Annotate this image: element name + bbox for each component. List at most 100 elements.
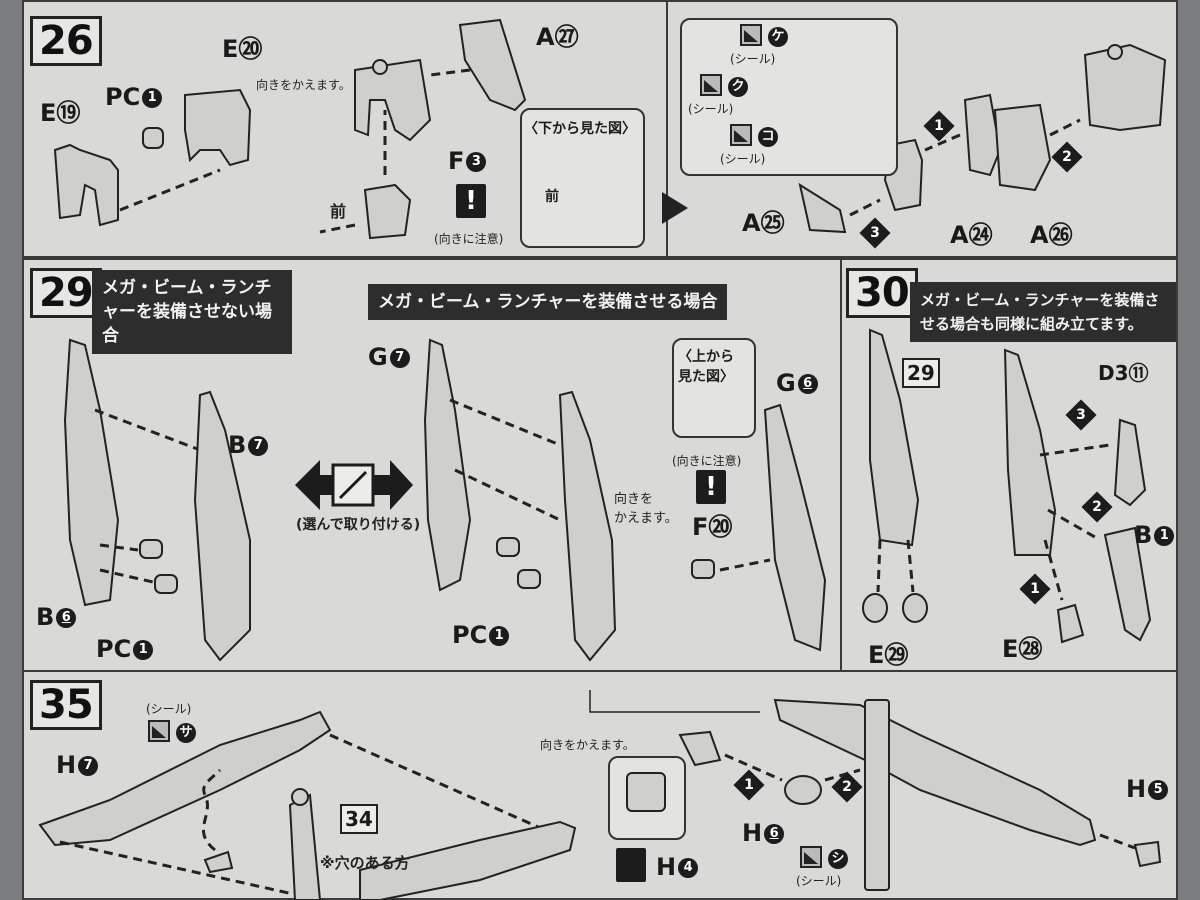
part-letter: G: [776, 369, 796, 397]
header-with-launcher: メガ・ビーム・ランチャーを装備させる場合: [368, 284, 728, 320]
sticker-icon: [800, 846, 822, 868]
caution-text: (向きに注意): [672, 454, 742, 468]
step-number-26: 26: [30, 16, 102, 66]
hole-note: ※穴のある方: [320, 854, 410, 872]
part-letter: B: [228, 431, 247, 459]
order-marker-2: 2: [831, 771, 863, 803]
order-marker-3: 3: [859, 217, 891, 249]
order-marker-1: 1: [1019, 573, 1051, 605]
part-letter: PC: [96, 635, 132, 663]
part-number: 7: [78, 756, 99, 776]
next-arrow-icon: [662, 192, 688, 224]
sticker-mark: サ: [176, 722, 196, 743]
part-number: 6: [56, 608, 77, 628]
part-letter: H: [656, 853, 677, 881]
part-letter: E: [40, 99, 57, 127]
part-number: 7: [389, 348, 410, 368]
sticker-mark-shi: シ: [826, 846, 848, 872]
order-marker-2: 2: [1051, 141, 1083, 173]
part-number: 5: [1148, 780, 1169, 800]
part-number: ㉖: [1048, 221, 1073, 249]
caution-icon: !: [456, 184, 486, 218]
bottom-view-title: 〈下から見た図〉: [524, 121, 636, 137]
nut-icon: [626, 772, 666, 812]
part-number: ㉘: [1018, 635, 1043, 663]
part-number: 6: [764, 824, 785, 844]
ref-step-34: 34: [340, 804, 378, 834]
ref-step-29: 29: [902, 358, 940, 388]
caution-icon: !: [696, 470, 726, 504]
part-number: ㉗: [554, 23, 579, 51]
part-number: ㉙: [884, 641, 909, 669]
part-letter: E: [868, 641, 885, 669]
part-letter: A: [742, 209, 761, 237]
order-number: 3: [870, 225, 880, 241]
part-number: 4: [678, 858, 699, 878]
part-number: ⑳: [708, 513, 733, 541]
sticker-icon: [700, 74, 722, 96]
part-letter: F: [448, 147, 465, 175]
part-number: ⑲: [56, 99, 81, 127]
sticker-label: (シール): [720, 152, 766, 166]
step-number-30: 30: [846, 268, 918, 318]
sticker-mark-ke: ケ: [766, 24, 788, 50]
part-letter: H: [1126, 775, 1147, 803]
order-marker-2: 2: [1081, 491, 1113, 523]
part-letter: G: [368, 343, 388, 371]
part-label-a26: A㉖: [1030, 222, 1073, 248]
turn-note: 向きを かえます。: [614, 492, 678, 526]
order-marker-1: 1: [923, 110, 955, 142]
part-number: ⑪: [1128, 361, 1149, 385]
part-label-a27: A㉗: [536, 24, 579, 50]
order-number: 1: [744, 777, 754, 793]
sticker-mark-sa: サ: [174, 720, 196, 746]
bottom-view-front: 前: [545, 189, 559, 205]
part-letter: H: [742, 819, 763, 847]
part-letter: A: [1030, 221, 1049, 249]
sticker-icon: [730, 124, 752, 146]
sticker-mark: コ: [758, 126, 778, 147]
bottom-view-box: [520, 108, 645, 248]
part-label-f20: F⑳: [692, 514, 732, 540]
part-letter: A: [536, 23, 555, 51]
sticker-label: (シール): [796, 874, 842, 888]
part-letter: B: [36, 603, 55, 631]
part-label-d3-11: D3⑪: [1098, 360, 1149, 386]
part-number: 3: [466, 152, 487, 172]
part-label-e29: E㉙: [868, 642, 908, 668]
part-number: 6: [797, 374, 818, 394]
part-number: ㉕: [760, 209, 785, 237]
part-letter: E: [222, 35, 239, 63]
part-letter: D3: [1098, 361, 1129, 385]
order-marker-1: 1: [733, 769, 765, 801]
front-label: 前: [330, 202, 347, 221]
sticker-mark: シ: [828, 848, 848, 869]
part-letter: F: [692, 513, 709, 541]
part-number: ㉔: [968, 221, 993, 249]
part-letter: PC: [452, 621, 488, 649]
part-letter: E: [1002, 635, 1019, 663]
sticker-label: (シール): [146, 702, 192, 716]
part-letter: H: [56, 751, 77, 779]
top-view-title: 〈上から 見た図〉: [678, 349, 734, 385]
part-letter: PC: [105, 83, 141, 111]
part-letter: B: [1134, 521, 1153, 549]
caution-icon: [616, 848, 646, 882]
sticker-icon: [740, 24, 762, 46]
sticker-detail-box: [680, 18, 898, 176]
order-number: 2: [1062, 149, 1072, 165]
header-without-launcher: メガ・ビーム・ランチャーを装備させない場合: [92, 270, 292, 354]
